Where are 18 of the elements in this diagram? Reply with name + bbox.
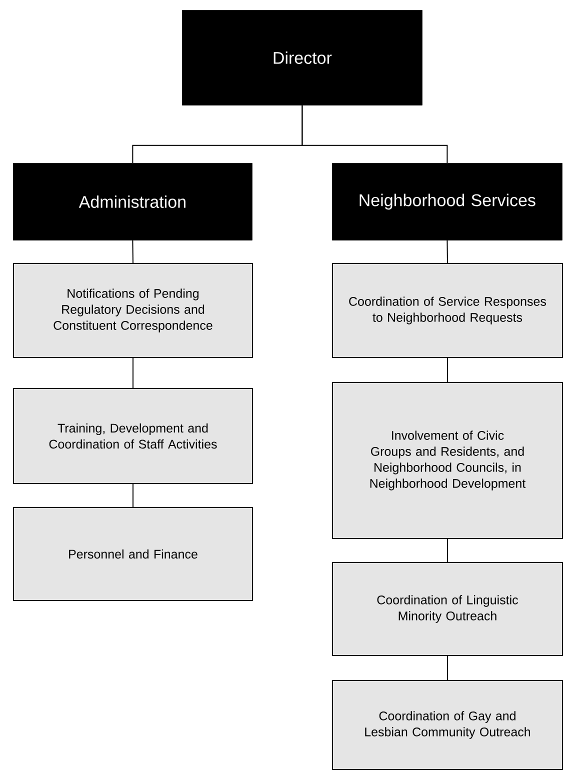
unit-box: Personnel and Finance	[13, 507, 253, 601]
unit-box: Notifications of Pending Regulatory Decisions and Constituent Correspondence	[13, 263, 253, 358]
title-box: Administration	[13, 163, 252, 240]
connector-line	[446, 240, 448, 264]
unit-box: Coordination of Service Responses to Neighborhood Requests	[332, 263, 563, 358]
connector-line	[447, 358, 448, 382]
connector-line	[447, 656, 448, 680]
connector-line	[302, 104, 448, 164]
connector-line	[132, 358, 134, 388]
unit-box: Coordination of Linguistic Minority Outreach	[332, 562, 563, 656]
connector-line	[447, 538, 448, 562]
unit-box: Involvement of Civic Groups and Residents, and Neighborhood Councils, in Neighborhood Development	[332, 382, 563, 539]
connector-line	[132, 484, 134, 508]
connector-line	[132, 240, 134, 264]
title-box: Director	[182, 10, 422, 106]
title-box: Neighborhood Services	[332, 163, 562, 240]
unit-box: Coordination of Gay and Lesbian Community Outreach	[332, 680, 563, 770]
unit-box: Training, Development and Coordination of Staff Activities	[13, 388, 253, 484]
